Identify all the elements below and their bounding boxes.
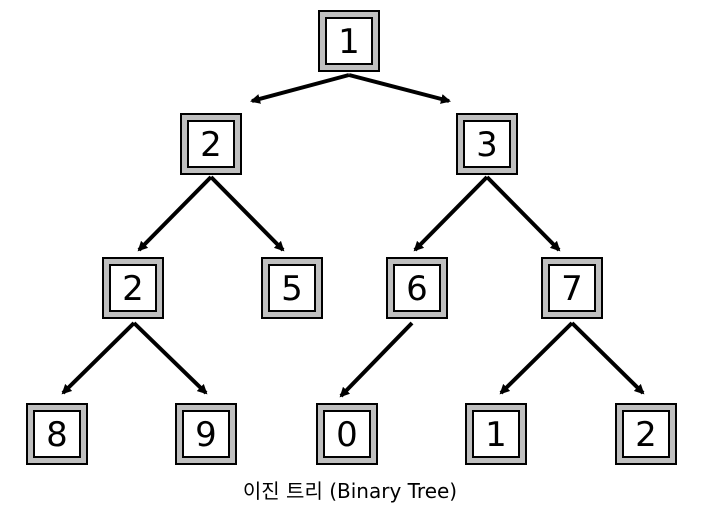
tree-edges bbox=[61, 73, 645, 398]
node-value: 1 bbox=[338, 22, 360, 62]
tree-node: 8 bbox=[26, 403, 88, 465]
node-inner-box bbox=[33, 410, 81, 458]
tree-node: 1 bbox=[465, 403, 527, 465]
tree-edge-arrow bbox=[348, 73, 451, 104]
node-inner-box bbox=[187, 120, 235, 168]
node-value: 1 bbox=[485, 415, 507, 455]
tree-edge-arrow bbox=[485, 175, 561, 252]
tree-node: 2 bbox=[180, 113, 242, 175]
tree-node: 3 bbox=[456, 113, 518, 175]
tree-edge-arrow bbox=[499, 321, 574, 395]
tree-node: 7 bbox=[541, 257, 603, 319]
tree-edge-arrow bbox=[413, 175, 489, 252]
node-value: 2 bbox=[122, 269, 144, 309]
tree-edge-arrow bbox=[250, 73, 350, 104]
tree-edge-arrow bbox=[570, 321, 645, 395]
node-inner-box bbox=[109, 264, 157, 312]
tree-edge-arrow bbox=[209, 175, 285, 252]
tree-node: 2 bbox=[102, 257, 164, 319]
tree-nodes: 1 2 3 2 5 6 7 8 9 0 1 2 bbox=[26, 10, 677, 465]
tree-node: 0 bbox=[316, 403, 378, 465]
node-inner-box bbox=[325, 17, 373, 65]
node-inner-box bbox=[268, 264, 316, 312]
node-value: 9 bbox=[195, 415, 217, 455]
node-value: 2 bbox=[200, 125, 222, 165]
tree-node: 6 bbox=[386, 257, 448, 319]
tree-edge-arrow bbox=[61, 321, 136, 395]
node-inner-box bbox=[393, 264, 441, 312]
node-inner-box bbox=[463, 120, 511, 168]
node-inner-box bbox=[548, 264, 596, 312]
tree-node: 1 bbox=[318, 10, 380, 72]
node-value: 0 bbox=[336, 415, 358, 455]
tree-edge-arrow bbox=[132, 321, 208, 395]
node-inner-box bbox=[323, 410, 371, 458]
node-inner-box bbox=[472, 410, 520, 458]
node-value: 7 bbox=[561, 269, 583, 309]
tree-edge-arrow bbox=[137, 175, 213, 252]
node-inner-box bbox=[622, 410, 670, 458]
node-value: 8 bbox=[46, 415, 68, 455]
node-value: 5 bbox=[281, 269, 303, 309]
node-value: 2 bbox=[635, 415, 657, 455]
diagram-caption: 이진 트리 (Binary Tree) bbox=[242, 479, 458, 503]
tree-node: 2 bbox=[615, 403, 677, 465]
tree-node: 9 bbox=[175, 403, 237, 465]
node-value: 6 bbox=[406, 269, 428, 309]
tree-node: 5 bbox=[261, 257, 323, 319]
node-inner-box bbox=[182, 410, 230, 458]
tree-edge-arrow bbox=[339, 321, 414, 398]
node-value: 3 bbox=[476, 125, 498, 165]
